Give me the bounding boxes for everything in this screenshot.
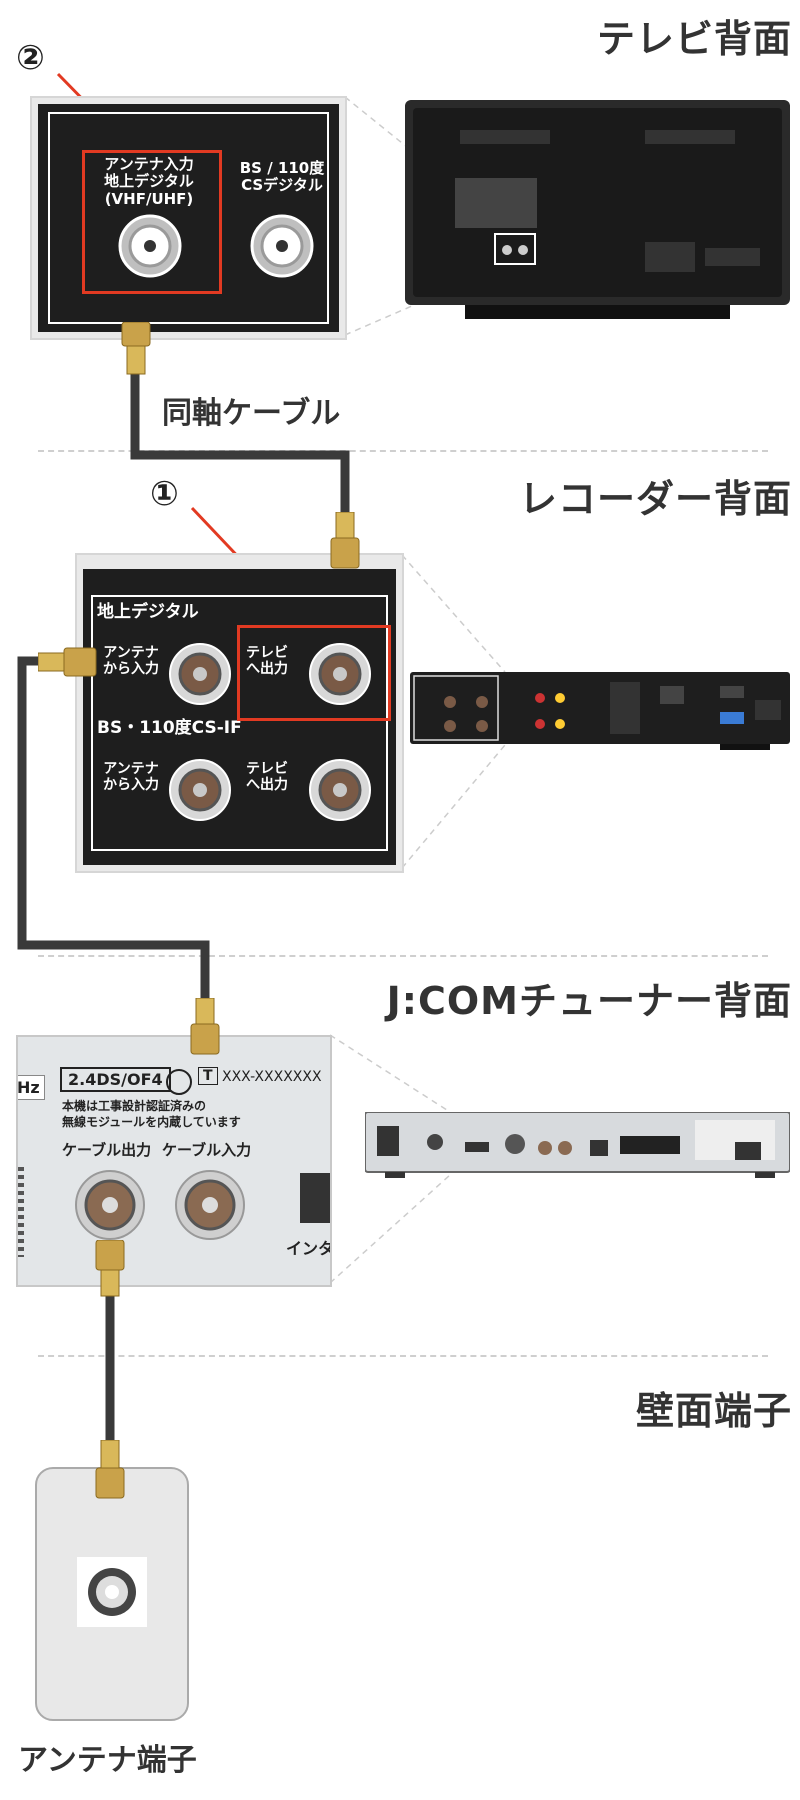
wall-antenna-port [88,1568,136,1616]
tv-terminal-panel: アンテナ入力 地上デジタル (VHF/UHF) BS / 110度 CSデジタル [30,96,347,340]
jcom-serial: XXX-XXXXXXX [222,1069,322,1085]
jcom-internet-label: インタ [286,1239,332,1258]
jcom-terminal-panel: Hz 2.4DS/OF4 T XXX-XXXXXXX 本機は工事設計認証済みの無… [16,1035,332,1287]
recorder-terminal-panel: 地上デジタル BS・110度CS-IF アンテナから入力 テレビへ出力 アンテナ… [75,553,404,873]
section-title-wall: 壁面端子 [635,1389,792,1433]
section-divider [38,450,768,452]
tv-antenna-port [118,214,182,278]
jcom-cable-in-label: ケーブル入力 [162,1141,252,1159]
jcom-back-illustration [365,1112,790,1178]
recorder-side-connector [38,647,97,677]
recorder-terrestrial-header: 地上デジタル [97,602,199,622]
section-title-recorder: レコーダー背面 [518,477,792,521]
recorder-antenna-in-label: アンテナから入力 [103,761,159,794]
cert-mark-icon [166,1069,192,1095]
recorder-bs-antenna-in-port [169,759,231,821]
recorder-tv-out-highlight [237,625,391,721]
section-title-jcom: J:COMチューナー背面 [386,979,792,1023]
recorder-tv-out-label: テレビへ出力 [246,645,288,678]
section-divider [38,955,768,957]
wall-connector [95,1440,125,1499]
jcom-badge: 2.4DS/OF4 [60,1067,171,1092]
tv-antenna-input-highlight [82,150,222,294]
lan-port [300,1173,330,1223]
jcom-cable-out-label: ケーブル出力 [62,1141,152,1159]
recorder-top-connector [330,512,360,569]
recorder-antenna-in-port [169,643,231,705]
section-divider [38,1355,768,1357]
coax-cable-label: 同軸ケーブル [162,396,341,431]
vent-slots [18,1167,24,1257]
jcom-cable-in-port [175,1170,245,1240]
coax-cable-tv-recorder [130,335,350,525]
recorder-tv-out-label: テレビへ出力 [246,761,288,794]
wall-terminal-plate [35,1467,189,1721]
recorder-bs-cs-header: BS・110度CS-IF [97,718,242,738]
callout-one: ① [150,474,179,514]
jcom-cable-out-port [75,1170,145,1240]
jcom-bottom-connector [95,1240,125,1297]
jcom-hz-label: Hz [18,1075,45,1100]
jcom-t-mark: T [198,1067,218,1085]
tv-back-illustration [405,100,790,319]
tv-antenna-input-label: アンテナ入力 地上デジタル (VHF/UHF) [104,155,194,208]
callout-two: ② [16,38,45,78]
recorder-antenna-in-label: アンテナから入力 [103,645,159,678]
tv-bs-cs-label: BS / 110度 CSデジタル [239,159,325,195]
recorder-bs-tv-out-port [309,759,371,821]
wall-antenna-label: アンテナ端子 [18,1743,197,1778]
coax-cable-recorder-jcom [17,656,210,1005]
jcom-notice: 本機は工事設計認証済みの無線モジュールを内蔵しています [62,1099,241,1129]
jcom-top-connector [190,998,220,1055]
tv-bs-port [250,214,314,278]
tv-coax-connector [121,322,151,375]
recorder-back-illustration [410,672,790,750]
recorder-tv-out-port [309,643,371,705]
section-title-tv: テレビ背面 [596,17,792,61]
